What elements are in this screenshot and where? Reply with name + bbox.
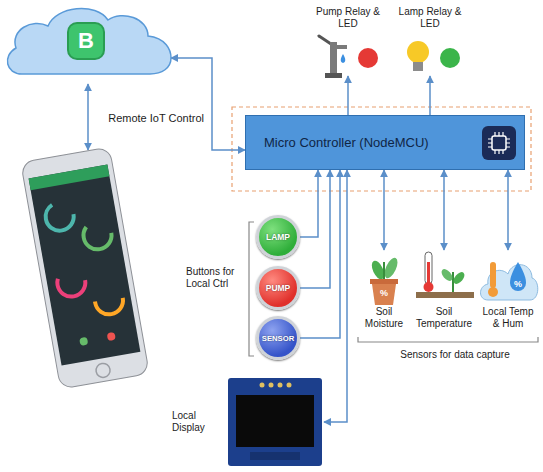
relay-output: Pump Relay & LED [312, 6, 384, 76]
sensor-node: Local Temp & Hum [478, 250, 538, 330]
soil-moisture-icon [372, 284, 396, 305]
air-sensor-icon [481, 265, 538, 300]
pump-icon [337, 45, 347, 49]
lamp-icon [407, 41, 429, 63]
node-label: SENSOR [262, 334, 294, 343]
chip-icon [488, 132, 510, 154]
edge-label: Remote IoT Control [106, 112, 206, 125]
soil-temperature-icon [427, 262, 430, 284]
pump-icon [319, 36, 378, 78]
connector [300, 170, 330, 288]
smartphone [21, 147, 150, 389]
soil-moisture-icon [370, 279, 398, 284]
smartphone [95, 362, 111, 378]
icon-symbol: % [376, 287, 392, 299]
smartphone [29, 165, 141, 366]
soil-moisture-icon [369, 256, 400, 305]
soil-moisture-icon [383, 262, 385, 280]
oled-display [278, 383, 283, 388]
smartphone [55, 266, 87, 298]
sensor-bracket [358, 337, 538, 342]
app-logo: B [69, 24, 103, 58]
node-label: Lamp Relay & LED [394, 6, 466, 30]
oled-display [287, 383, 292, 388]
connector [383, 170, 385, 250]
pump-icon [319, 36, 331, 44]
control-button: SENSOR [256, 316, 300, 360]
soil-temperature-icon [424, 282, 434, 292]
connector [347, 76, 349, 115]
soil-moisture-icon [369, 259, 387, 281]
soil-moisture-icon [382, 256, 400, 280]
chip-icon [488, 132, 510, 154]
node-label: Local Display [172, 410, 220, 434]
node-label: Pump Relay & LED [312, 6, 384, 30]
connector [300, 170, 318, 237]
pump-icon [325, 73, 342, 78]
connector [443, 170, 445, 250]
soil-temperature-icon [439, 267, 454, 283]
smartphone [79, 337, 88, 346]
smartphone [81, 219, 113, 251]
oled-display [260, 383, 265, 388]
air-sensor-icon [481, 262, 538, 300]
sensor-node: Soil Temperature [412, 250, 476, 330]
oled-display [250, 452, 300, 460]
air-sensor-icon [488, 287, 498, 297]
connector [507, 170, 509, 250]
soil-temperature-icon [416, 252, 474, 298]
node-label: LAMP [266, 232, 290, 242]
connector [429, 76, 431, 115]
pump-icon [330, 42, 337, 74]
lamp-icon [440, 48, 460, 68]
oled-display [269, 383, 274, 388]
soil-temperature-icon [425, 252, 432, 284]
node-label: PUMP [266, 283, 291, 293]
chip-icon [482, 126, 516, 160]
button-bracket [249, 222, 254, 356]
control-button: LAMP [256, 215, 300, 259]
soil-temperature-icon [416, 292, 474, 298]
display-module: Local Display [172, 376, 324, 468]
oled-display [228, 378, 322, 466]
relay-output: Lamp Relay & LED [394, 6, 466, 76]
smartphone [29, 165, 110, 191]
connector [324, 170, 347, 422]
pump-icon [341, 54, 346, 63]
smartphone [21, 147, 150, 389]
air-sensor-icon [490, 262, 496, 288]
oled-display [236, 395, 314, 447]
smartphone [107, 332, 116, 341]
control-button: PUMP [256, 266, 300, 310]
smartphone [93, 284, 125, 316]
cloud-phone-link [87, 84, 89, 150]
group-label: Buttons for Local Ctrl [186, 266, 244, 290]
group-label: Sensors for data capture [380, 349, 530, 361]
controller-box: Micro Controller (NodeMCU) [245, 115, 525, 170]
node-label: Micro Controller (NodeMCU) [264, 135, 429, 150]
chip-icon [488, 132, 510, 154]
lamp-icon [407, 41, 460, 71]
node-label: Soil Moisture [356, 306, 412, 330]
lamp-icon [413, 62, 423, 71]
soil-temperature-icon [451, 270, 466, 286]
chip-icon [492, 136, 506, 150]
chip-icon [482, 126, 516, 160]
cloud-service: B [0, 0, 172, 82]
connector-layer [171, 58, 508, 422]
node-label: Soil Temperature [412, 306, 476, 330]
pump-icon [358, 48, 378, 68]
smartphone [43, 200, 75, 232]
controller-group-outline [232, 107, 531, 191]
icon-symbol: % [510, 278, 526, 290]
air-sensor-icon [510, 262, 526, 291]
connector [171, 58, 245, 150]
node-label: Local Temp & Hum [478, 306, 538, 330]
connector [300, 170, 340, 338]
oled-display [228, 378, 322, 466]
cloud-shape [7, 9, 171, 74]
